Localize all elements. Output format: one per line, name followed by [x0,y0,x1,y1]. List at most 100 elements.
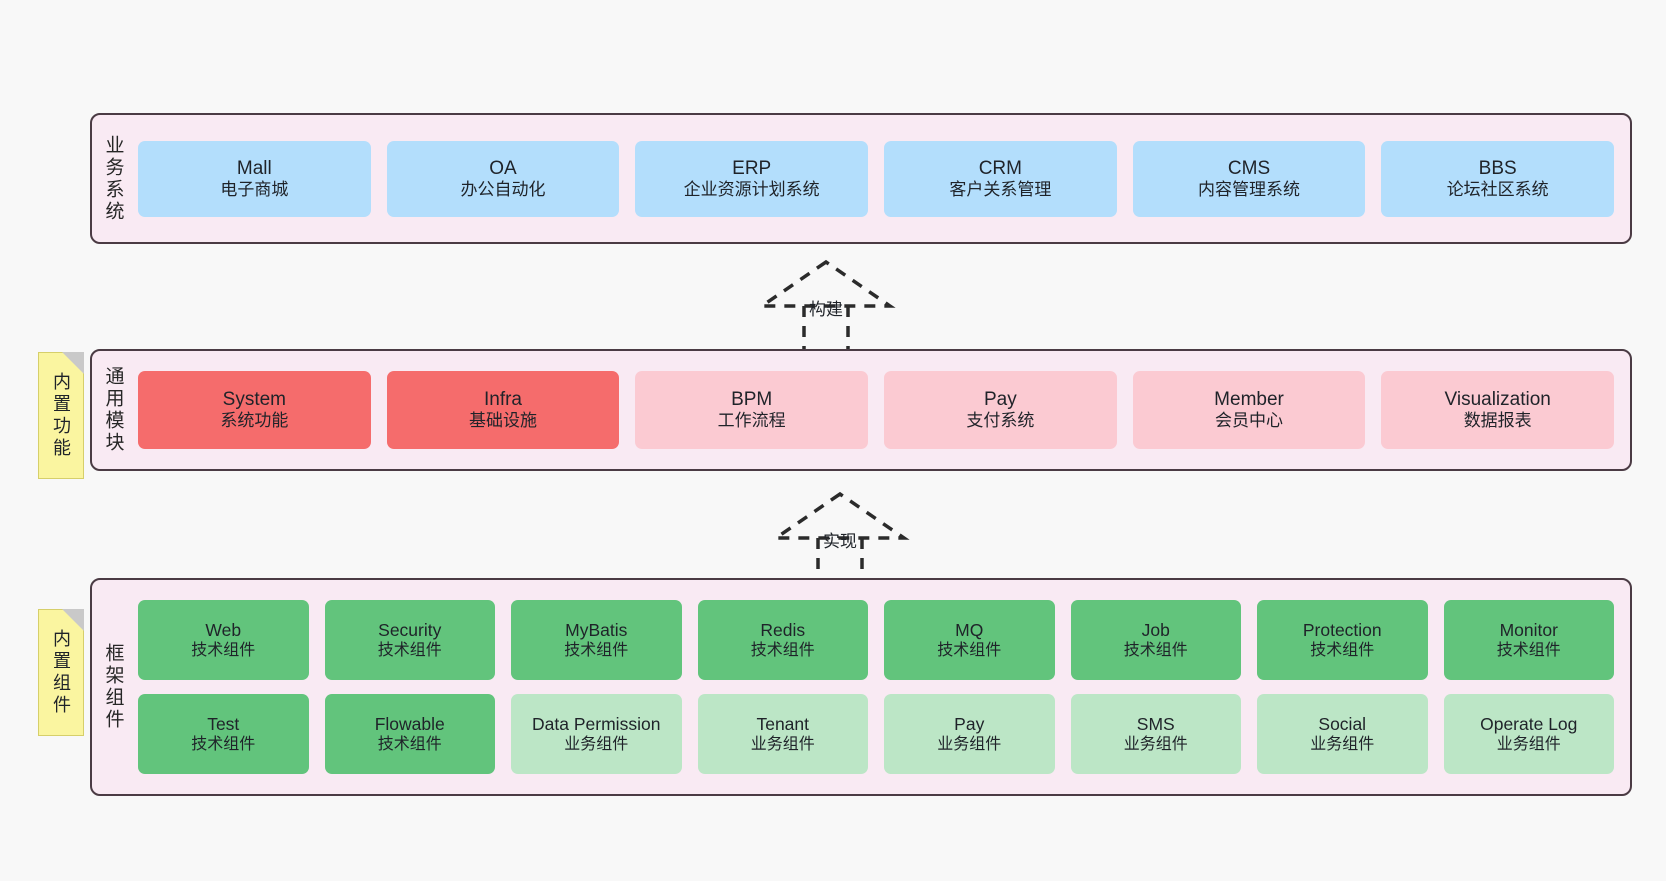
component-name: Pay [954,713,985,734]
module-desc: 企业资源计划系统 [683,179,820,199]
component-box-social[interactable]: Social 业务组件 [1257,694,1428,774]
component-desc: 技术组件 [750,641,815,659]
module-box-erp[interactable]: ERP 企业资源计划系统 [635,140,869,217]
component-desc: 业务组件 [750,735,815,753]
layer-body-framework-component: Web 技术组件 Security 技术组件 MyBatis 技术组件 Redi… [134,580,1630,794]
component-box-pay[interactable]: Pay 业务组件 [884,694,1055,774]
module-box-crm[interactable]: CRM 客户关系管理 [884,140,1117,217]
module-name: BPM [731,389,773,411]
note-text: 内置组件 [51,628,71,717]
module-desc: 工作流程 [717,411,786,431]
component-name: Social [1318,713,1367,734]
component-desc: 技术组件 [1123,641,1188,659]
module-name: Mall [236,157,272,179]
module-desc: 支付系统 [966,411,1035,431]
component-name: Flowable [374,713,445,734]
component-box-mq[interactable]: MQ 技术组件 [884,600,1055,680]
component-desc: 业务组件 [1123,735,1188,753]
note-builtin-function: 内置功能 [38,352,84,479]
module-name: OA [489,157,517,179]
module-desc: 系统功能 [220,411,289,431]
module-box-member[interactable]: Member 会员中心 [1132,371,1366,449]
component-box-security[interactable]: Security 技术组件 [324,600,495,680]
module-box-oa[interactable]: OA 办公自动化 [386,140,620,217]
module-box-infra[interactable]: Infra 基础设施 [386,371,620,449]
component-desc: 业务组件 [937,735,1002,753]
component-name: Security [378,619,442,640]
layer-row: Test 技术组件 Flowable 技术组件 Data Permission … [138,694,1614,774]
module-desc: 客户关系管理 [949,179,1052,199]
component-name: Test [207,713,240,734]
component-name: Tenant [756,713,810,734]
component-box-tenant[interactable]: Tenant 业务组件 [697,694,868,774]
component-name: MyBatis [565,619,628,640]
component-box-operate-log[interactable]: Operate Log 业务组件 [1443,694,1614,774]
module-desc: 会员中心 [1215,411,1284,431]
layer-title-business-system: 业务系统 [102,134,124,223]
layer-body-common-module: System 系统功能 Infra 基础设施 BPM 工作流程 Pay 支付系统… [134,351,1630,469]
component-box-sms[interactable]: SMS 业务组件 [1070,694,1241,774]
layer-row: Web 技术组件 Security 技术组件 MyBatis 技术组件 Redi… [138,600,1614,680]
component-name: Operate Log [1480,713,1578,734]
component-name: Protection [1302,619,1382,640]
note-builtin-component: 内置组件 [38,609,84,736]
module-box-pay[interactable]: Pay 支付系统 [884,371,1117,449]
module-name: Infra [483,389,523,411]
layer-body-business-system: Mall 电子商城 OA 办公自动化 ERP 企业资源计划系统 CRM 客户关系… [134,115,1630,242]
module-desc: 论坛社区系统 [1446,179,1549,199]
module-name: System [222,389,287,411]
layer-row: System 系统功能 Infra 基础设施 BPM 工作流程 Pay 支付系统… [138,371,1615,449]
module-box-cms[interactable]: CMS 内容管理系统 [1132,140,1366,217]
note-text: 内置功能 [51,371,71,460]
component-name: Job [1141,619,1170,640]
note-fold-corner-icon [62,352,84,374]
module-box-bbs[interactable]: BBS 论坛社区系统 [1381,140,1615,217]
module-name: CRM [978,157,1022,179]
module-name: Visualization [1444,389,1551,411]
component-box-test[interactable]: Test 技术组件 [138,694,309,774]
component-name: Web [205,619,242,640]
module-name: Pay [983,389,1017,411]
component-desc: 技术组件 [377,735,442,753]
component-desc: 业务组件 [1310,735,1375,753]
dashed-generalization-arrow-icon [770,491,910,582]
component-desc: 技术组件 [191,735,256,753]
component-name: SMS [1136,713,1175,734]
module-desc: 基础设施 [469,411,537,431]
component-desc: 技术组件 [937,641,1002,659]
connector-build: 构建 [756,258,906,350]
layer-title-framework-component: 框架组件 [102,643,124,731]
component-box-data-permission[interactable]: Data Permission 业务组件 [511,694,682,774]
module-box-visualization[interactable]: Visualization 数据报表 [1381,371,1615,449]
component-desc: 技术组件 [1310,641,1375,659]
component-box-mybatis[interactable]: MyBatis 技术组件 [511,600,682,680]
component-name: Monitor [1499,619,1558,640]
connector-label-implement: 实现 [823,532,857,551]
module-name: BBS [1478,157,1517,179]
module-box-mall[interactable]: Mall 电子商城 [138,140,371,217]
module-box-bpm[interactable]: BPM 工作流程 [635,371,869,449]
component-box-flowable[interactable]: Flowable 技术组件 [324,694,495,774]
component-desc: 业务组件 [1496,735,1561,753]
module-name: Member [1214,389,1284,411]
layer-row: Mall 电子商城 OA 办公自动化 ERP 企业资源计划系统 CRM 客户关系… [138,140,1615,217]
module-box-system[interactable]: System 系统功能 [138,371,371,449]
component-box-protection[interactable]: Protection 技术组件 [1257,600,1428,680]
module-desc: 电子商城 [220,179,289,199]
module-desc: 数据报表 [1463,411,1532,431]
layer-common-module: 通用模块 System 系统功能 Infra 基础设施 BPM 工作流程 Pay… [90,349,1632,471]
component-box-job[interactable]: Job 技术组件 [1070,600,1241,680]
component-name: Data Permission [532,713,661,734]
component-desc: 技术组件 [564,641,629,659]
component-box-web[interactable]: Web 技术组件 [138,600,309,680]
connector-implement: 实现 [770,490,920,582]
component-box-redis[interactable]: Redis 技术组件 [697,600,868,680]
component-desc: 技术组件 [377,641,442,659]
component-name: Redis [760,619,806,640]
layer-title-common-module: 通用模块 [102,366,124,454]
dashed-generalization-arrow-icon [756,259,896,350]
layer-framework-component: 框架组件 Web 技术组件 Security 技术组件 MyBatis 技术组件… [90,578,1632,796]
note-fold-corner-icon [62,609,84,631]
component-box-monitor[interactable]: Monitor 技术组件 [1443,600,1614,680]
